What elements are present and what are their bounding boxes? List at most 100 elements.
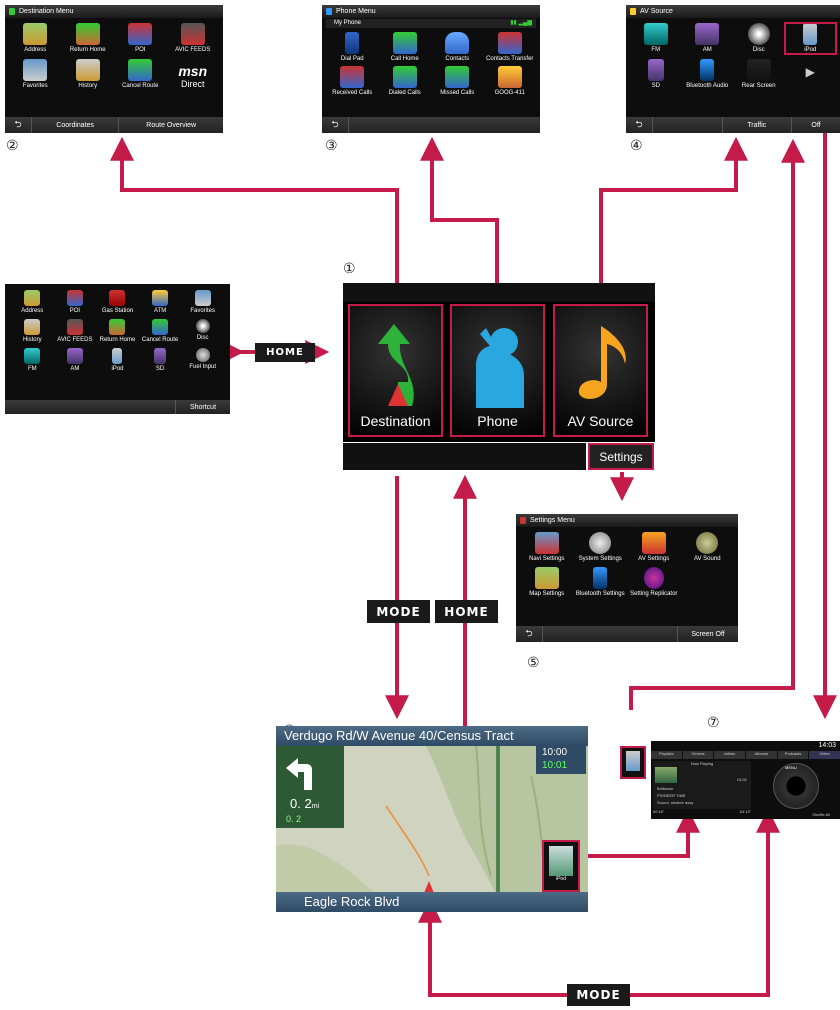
msn-logo: msn [178, 63, 208, 79]
route-overview-button[interactable]: Route Overview [146, 121, 197, 129]
off-button[interactable]: Off [811, 121, 821, 129]
source-rear-screen[interactable]: Rear Screen [733, 59, 785, 90]
tab-albums[interactable]: Albums [746, 751, 777, 759]
street-name-bar: Verdugo Rd/W Avenue 40/Census Tract [276, 726, 588, 746]
settings-button[interactable]: Settings [588, 443, 654, 470]
coordinates-button[interactable]: Coordinates [32, 117, 120, 133]
next-page-arrow[interactable]: ▶ [805, 65, 815, 79]
shortcut-atm[interactable]: ATM [139, 290, 182, 315]
back-button[interactable]: ⮌ [322, 117, 349, 133]
home-key-center[interactable]: HOME [435, 600, 498, 623]
marker-3: ③ [325, 137, 338, 153]
shortcut-button[interactable]: Shortcut [189, 403, 217, 411]
shortcut-fuel-input[interactable]: Fuel Input [181, 348, 224, 373]
menu-item-history[interactable]: History [62, 59, 115, 90]
menu-item-dial-pad[interactable]: Dial Pad [326, 32, 379, 63]
menu-item-map-settings[interactable]: Map Settings [520, 567, 574, 598]
shortcut-poi[interactable]: POI [54, 290, 97, 315]
menu-item-received-calls[interactable]: Received Calls [326, 66, 379, 97]
menu-item-address[interactable]: Address [9, 23, 62, 54]
av-settings-icon [641, 532, 666, 554]
shortcut-menu-screen: Address POI Gas Station ATM Favorites Hi… [5, 284, 230, 414]
menu-item-dialed-calls[interactable]: Dialed Calls [379, 66, 432, 97]
shortcut-disc[interactable]: Disc [181, 319, 224, 344]
dialed-calls-icon [392, 66, 417, 88]
source-bluetooth-audio[interactable]: Bluetooth Audio [682, 59, 734, 90]
shortcut-sd[interactable]: SD [139, 348, 182, 373]
av-source-screen: AV Source FM AM Disc iPod SD Bluetooth A… [626, 5, 840, 133]
menu-item-avic-feeds[interactable]: AVIC FEEDS [167, 23, 220, 54]
menu-item-msn-direct[interactable]: msn Direct [167, 59, 220, 90]
map-ipod-source-icon[interactable]: iPod [542, 840, 580, 892]
menu-item-setting-replicator[interactable]: Setting Replicator [627, 567, 681, 598]
shortcut-am[interactable]: AM [54, 348, 97, 373]
menu-item-av-sound[interactable]: AV Sound [681, 532, 735, 563]
source-ipod[interactable]: iPod [783, 22, 837, 55]
home-key[interactable]: HOME [255, 343, 315, 362]
album-art [655, 767, 677, 783]
shortcut-favorites[interactable]: Favorites [181, 290, 224, 315]
now-playing-panel: Now Playing 01/11 Brilliance PIONEER TIM… [653, 761, 751, 809]
tab-genres[interactable]: Genres [682, 751, 714, 759]
menu-item-av-settings[interactable]: AV Settings [627, 532, 681, 563]
shortcut-gas-station[interactable]: Gas Station [96, 290, 139, 315]
screen-off-button[interactable]: Screen Off [691, 630, 725, 638]
source-am[interactable]: AM [682, 23, 734, 54]
bottom-bar: ⮌ Traffic Off [626, 117, 840, 133]
back-button[interactable]: ⮌ [5, 117, 32, 133]
shortcut-history[interactable]: History [11, 319, 54, 344]
small-ipod-icon[interactable] [620, 746, 646, 779]
destination-button[interactable]: Destination [348, 304, 443, 437]
source-disc[interactable]: Disc [733, 23, 785, 54]
menu-item-favorites[interactable]: Favorites [9, 59, 62, 90]
rear-screen-icon [746, 59, 771, 81]
tab-podcasts[interactable]: Podcasts [777, 751, 809, 759]
top-menu-header-bar [343, 283, 655, 302]
av-source-button[interactable]: AV Source [553, 304, 648, 437]
menu-item-call-home[interactable]: Call Home [379, 32, 432, 63]
shortcut-fm[interactable]: FM [11, 348, 54, 373]
phone-label: Phone [477, 413, 518, 429]
gear-icon [589, 532, 612, 554]
menu-item-return-home[interactable]: Return Home [62, 23, 115, 54]
source-fm[interactable]: FM [630, 23, 682, 54]
back-button[interactable]: ⮌ [516, 626, 543, 642]
map-settings-icon [534, 567, 559, 589]
menu-item-contacts-transfer[interactable]: Contacts Transfer [484, 32, 537, 63]
menu-item-poi[interactable]: POI [114, 23, 167, 54]
shortcut-ipod[interactable]: iPod [96, 348, 139, 373]
mode-key[interactable]: MODE [367, 600, 430, 623]
phone-button[interactable]: Phone [450, 304, 545, 437]
menu-item-contacts[interactable]: Contacts [431, 32, 484, 63]
screen-title: AV Source [626, 5, 840, 18]
shortcut-return-home[interactable]: Return Home [96, 319, 139, 344]
click-wheel[interactable] [773, 763, 819, 809]
shuffle-all-button[interactable]: Shuffle All [812, 812, 830, 817]
mode-key-bottom[interactable]: MODE [567, 984, 630, 1006]
menu-item-system-settings[interactable]: System Settings [574, 532, 628, 563]
tab-artists[interactable]: Artists [714, 751, 746, 759]
shortcut-address[interactable]: Address [11, 290, 54, 315]
destination-menu-screen: Destination Menu Address Return Home POI… [5, 5, 223, 133]
destination-label: Destination [360, 413, 431, 429]
am-radio-icon [695, 23, 720, 45]
phone-name: My Phone▮▮ ▂▄▆ [326, 19, 536, 28]
bluetooth-icon [700, 59, 715, 81]
turn-guidance-panel: 0. 2mi 0. 2 [276, 746, 344, 828]
menu-item-bluetooth-settings[interactable]: Bluetooth Settings [574, 567, 628, 598]
source-sd[interactable]: SD [630, 59, 682, 90]
tab-playlists[interactable]: Playlists [651, 751, 682, 759]
menu-item-cancel-route[interactable]: Cancel Route [114, 59, 167, 90]
back-button[interactable]: ⮌ [626, 117, 653, 133]
tab-video[interactable]: Video [809, 751, 840, 759]
marker-5: ⑤ [527, 654, 540, 670]
menu-item-navi-settings[interactable]: Navi Settings [520, 532, 574, 563]
shortcut-cancel-route[interactable]: Cancel Route [139, 319, 182, 344]
menu-item-missed-calls[interactable]: Missed Calls [431, 66, 484, 97]
shortcut-avic-feeds[interactable]: AVIC FEEDS [54, 319, 97, 344]
av-source-label: AV Source [567, 413, 634, 429]
traffic-button[interactable]: Traffic [723, 117, 793, 133]
menu-item-goog-411[interactable]: GOOG-411 [484, 66, 537, 97]
bottom-bar: ⮌ Screen Off [516, 626, 738, 642]
